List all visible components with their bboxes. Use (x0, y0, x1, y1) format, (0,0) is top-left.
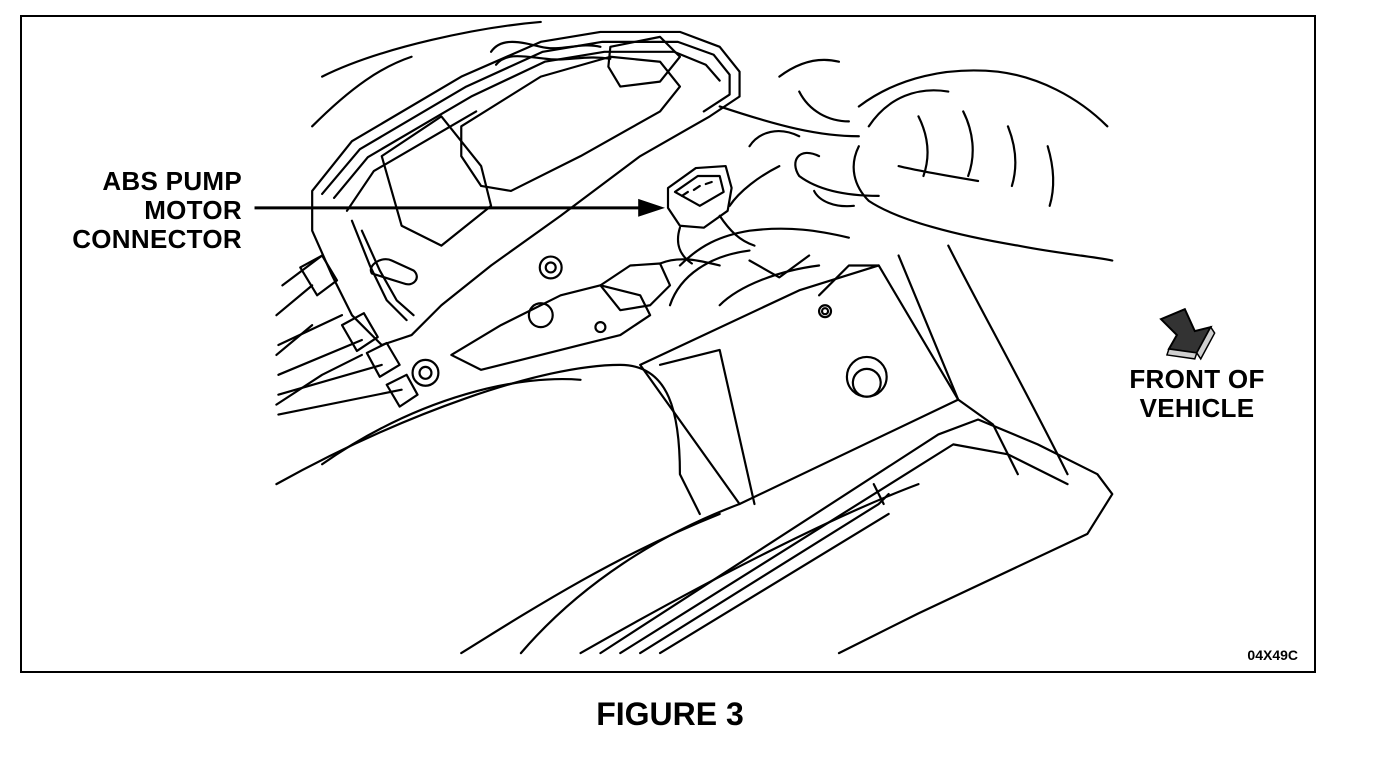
abs-callout-leader (254, 198, 666, 217)
front-of-vehicle-arrow-icon (1159, 307, 1216, 361)
mounting-bracket (639, 227, 1069, 506)
engine-bay-lines (275, 20, 920, 655)
abs-label-line-2: MOTOR (144, 195, 242, 225)
figure-frame: ABS PUMP MOTOR CONNECTOR FRONT OF VEHICL… (20, 15, 1316, 673)
front-label-line-1: FRONT OF (1129, 364, 1265, 394)
line-drawing (254, 20, 1216, 655)
abs-pump-motor-connector-label: ABS PUMP MOTOR CONNECTOR (42, 167, 242, 254)
technician-hands (728, 58, 1114, 262)
front-label-line-2: VEHICLE (1139, 393, 1255, 423)
brake-line-fittings (277, 254, 419, 416)
illustration-code: 04X49C (1247, 647, 1298, 663)
abs-label-line-1: ABS PUMP (102, 166, 242, 196)
abs-label-line-3: CONNECTOR (72, 224, 242, 254)
figure-caption: FIGURE 3 (596, 696, 744, 732)
wiring-harness (489, 35, 682, 88)
lower-cover (519, 418, 1114, 655)
front-of-vehicle-label: FRONT OF VEHICLE (1102, 365, 1292, 423)
abs-module (311, 30, 741, 387)
